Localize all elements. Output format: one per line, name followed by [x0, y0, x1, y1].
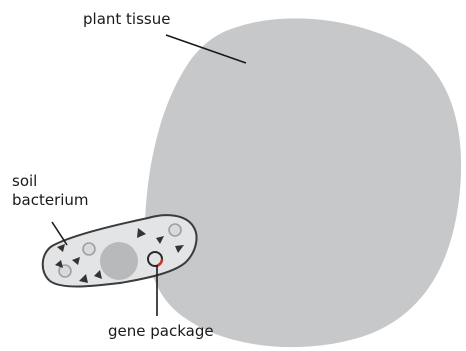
plant-tissue-label: plant tissue [83, 10, 170, 29]
plasmid-circle [169, 224, 181, 236]
plant-tissue-shape [145, 18, 461, 347]
soil-bacterium-label: soil bacterium [12, 172, 89, 210]
nucleoid-circle [100, 242, 138, 280]
gene-package-label: gene package [108, 322, 214, 341]
soil-bacterium-label-line1: soil [12, 172, 89, 191]
soil-bacterium-label-line2: bacterium [12, 191, 89, 210]
plasmid-circle [83, 243, 95, 255]
